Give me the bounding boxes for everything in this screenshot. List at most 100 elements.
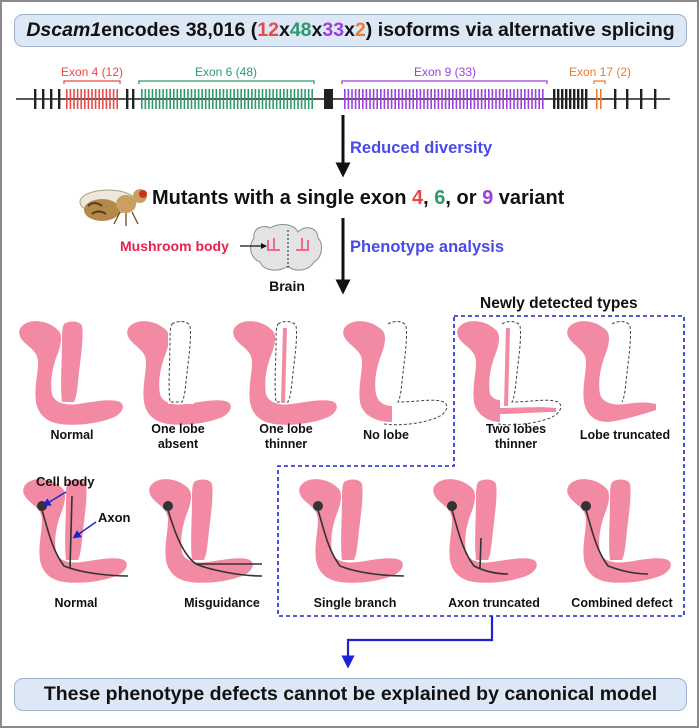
exon6-variant: [229, 89, 232, 109]
exon9-variant: [448, 89, 450, 109]
constitutive-exon: [50, 89, 53, 109]
exon9-variant: [383, 89, 386, 109]
cell-body-pointer: [42, 491, 67, 507]
constitutive-exon: [614, 89, 617, 109]
exon6-variant: [215, 89, 218, 109]
axon-branch: [69, 495, 73, 569]
constitutive-exon: [58, 89, 61, 109]
exon6-variant: [219, 89, 221, 109]
exon6-label: Exon 6 (48): [195, 65, 257, 79]
constitutive-exon: [42, 89, 45, 109]
exon9-variant: [354, 89, 357, 109]
exon6-variant: [172, 89, 175, 109]
exon9-variant: [470, 89, 472, 109]
axon-label: Axon: [98, 510, 131, 525]
axon-single-branch: [299, 479, 405, 583]
constitutive-exon: [126, 89, 129, 109]
exon9-variant: [527, 89, 530, 109]
exon17-label: Exon 17 (2): [569, 65, 631, 79]
title-times-3: x: [344, 19, 355, 41]
constitutive-exon: [565, 89, 568, 109]
exon9-variant: [459, 89, 461, 109]
mushroom-body-left: [267, 238, 280, 251]
newly-detected-region: [277, 315, 685, 617]
exon6-variant: [169, 89, 171, 109]
exon9-variant: [488, 89, 490, 109]
exon6-variant: [165, 89, 168, 109]
exon6-variant: [151, 89, 154, 109]
lobe-one-absent: [127, 321, 231, 425]
conclusion-banner: These phenotype defects cannot be explai…: [14, 678, 687, 711]
constitutive-exon: [626, 89, 629, 109]
constitutive-exon: [585, 89, 588, 109]
exon9-variant: [477, 89, 479, 109]
exon9-variant: [401, 89, 404, 109]
lobe-label-two-thinner: Two lobes thinner: [485, 422, 547, 451]
exon4-variant: [98, 89, 100, 109]
axon-truncated: [433, 479, 537, 583]
mutants-exon6: 6: [434, 187, 445, 209]
title-count-exon4: 12: [257, 19, 279, 41]
fly-eye: [139, 190, 147, 198]
constitutive-exon: [132, 89, 135, 109]
lobe-mask: [168, 322, 194, 404]
exon9-variant: [473, 89, 476, 109]
exon6-variant: [286, 89, 289, 109]
exon6-variant: [222, 89, 225, 109]
exon4-variant: [76, 89, 79, 109]
gene-name: Dscam1: [26, 19, 102, 41]
exon6-variant: [240, 89, 242, 109]
exon4-variant: [102, 89, 104, 109]
exon4-variant: [105, 89, 108, 109]
exon4-variant: [80, 89, 82, 109]
exon9-variant: [419, 89, 422, 109]
exon6-variant: [304, 89, 306, 109]
axon-label-single-branch: Single branch: [313, 596, 397, 610]
exon4-variant: [109, 89, 111, 109]
title-times-2: x: [311, 19, 323, 41]
exon9-variant: [412, 89, 414, 109]
mutants-sep1: ,: [423, 187, 434, 209]
exon9-variant: [398, 89, 400, 109]
exon6-variant: [283, 89, 285, 109]
exon9-variant: [506, 89, 508, 109]
exon17-variant: [600, 89, 602, 109]
constitutive-exon: [561, 89, 564, 109]
axon-pointer: [72, 521, 97, 539]
lobe-label-no-lobe: No lobe: [363, 428, 409, 442]
exon9-variant: [484, 89, 486, 109]
axon-path: [41, 509, 129, 577]
exon4-variant: [116, 89, 118, 109]
exon6-variant: [307, 89, 310, 109]
mutants-suffix: variant: [493, 187, 564, 209]
title-text-after: ) isoforms via alternative splicing: [365, 19, 675, 41]
exon9-variant: [365, 89, 368, 109]
exon6-variant: [279, 89, 282, 109]
exon6-variant: [236, 89, 239, 109]
exon6-variant: [268, 89, 271, 109]
newly-detected-header: Newly detected types: [480, 295, 638, 312]
axon-normal: [23, 479, 129, 583]
lobe-label-one-absent: One lobe absent: [151, 422, 205, 451]
exon6-variant: [162, 89, 164, 109]
mutants-exon9: 9: [482, 187, 493, 209]
lobe-two-thinner: [457, 321, 562, 426]
missing-lobes-outline: [383, 321, 448, 426]
constitutive-exon: [581, 89, 584, 109]
exon6-variant: [212, 89, 214, 109]
exon9-variant: [423, 89, 425, 109]
exon9-variant: [376, 89, 378, 109]
exon9-variant: [491, 89, 494, 109]
exon6-variant: [297, 89, 299, 109]
exon6-variant: [148, 89, 150, 109]
exon6-variant: [201, 89, 203, 109]
exon9-variant: [405, 89, 407, 109]
exon6-variant: [293, 89, 296, 109]
exon9-variant: [416, 89, 418, 109]
gene-structure: Exon 4 (12) Exon 6 (48) Exon 9 (33) Exon…: [16, 65, 670, 109]
exon4-variant: [112, 89, 115, 109]
fly-abdomen: [84, 199, 120, 221]
